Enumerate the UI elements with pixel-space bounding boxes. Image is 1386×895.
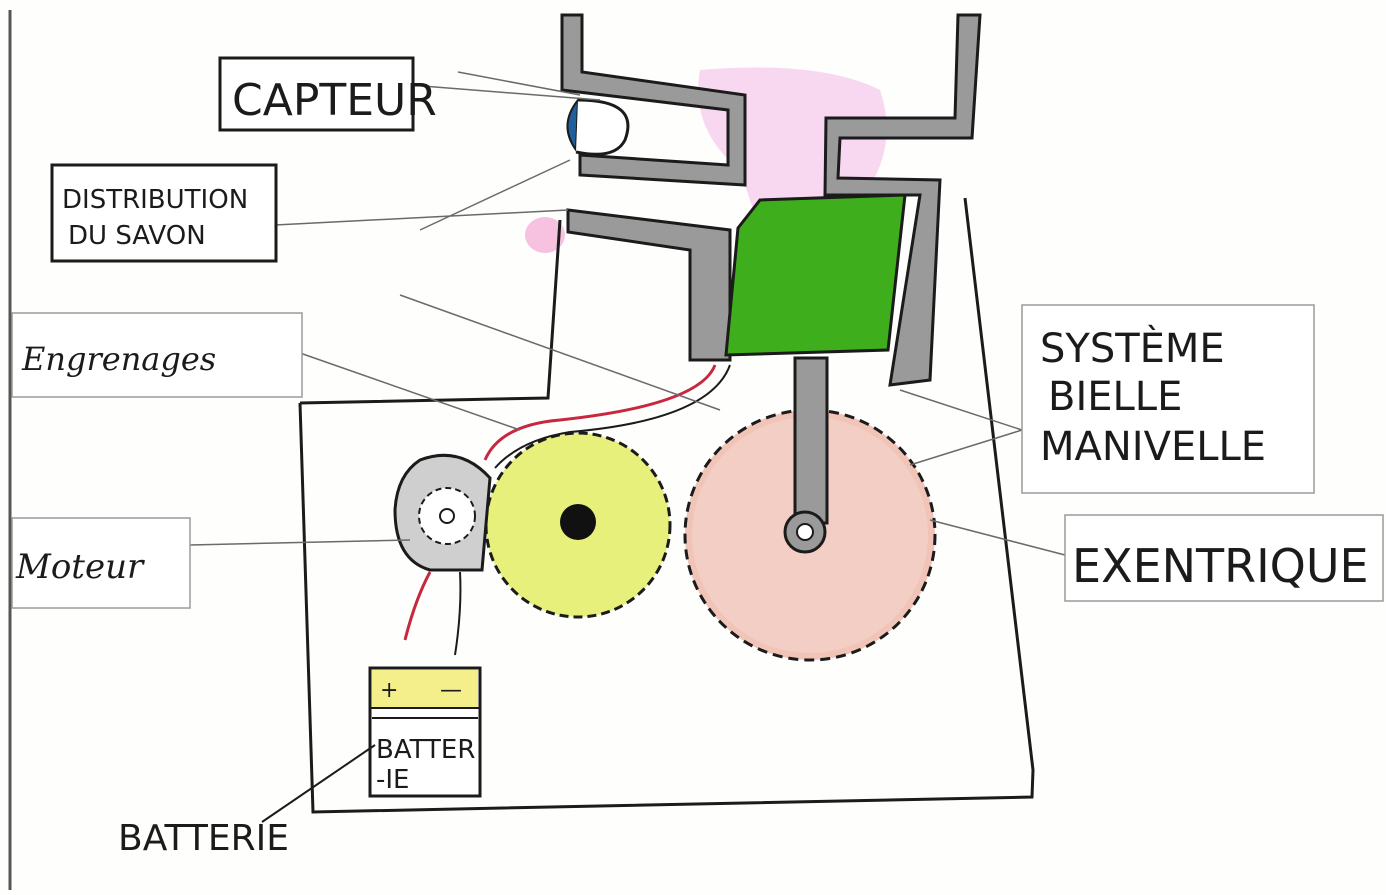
moteur-text: Moteur xyxy=(15,547,145,587)
battery-plus: + xyxy=(380,678,398,703)
label-distribution: DISTRIBUTION DU SAVON xyxy=(52,165,276,261)
motor-icon xyxy=(395,455,490,570)
systeme-text-line1: SYSTÈME xyxy=(1040,324,1225,372)
piston-block xyxy=(726,195,905,355)
label-moteur: Moteur xyxy=(12,518,190,608)
engrenages-text: Engrenages xyxy=(21,340,216,378)
battery-minus: — xyxy=(440,678,462,703)
capteur-text: CAPTEUR xyxy=(232,75,437,126)
systeme-text-line3: MANIVELLE xyxy=(1040,424,1266,470)
label-batterie: BATTERIE xyxy=(118,818,289,859)
label-engrenages: Engrenages xyxy=(12,313,302,397)
label-exentrique: EXENTRIQUE xyxy=(1065,515,1383,601)
sensor-icon xyxy=(567,100,627,154)
battery-icon: + — BATTER -IE xyxy=(370,668,480,796)
battery-inside-label-line2: -IE xyxy=(376,765,409,795)
distribution-text-line1: DISTRIBUTION xyxy=(62,185,248,215)
label-systeme-bielle-manivelle: SYSTÈME BIELLE MANIVELLE xyxy=(1022,305,1314,493)
label-capteur: CAPTEUR xyxy=(220,58,437,130)
exentrique-text: EXENTRIQUE xyxy=(1072,539,1369,593)
systeme-text-line2: BIELLE xyxy=(1048,374,1182,420)
yellow-gear xyxy=(486,433,670,617)
batterie-text: BATTERIE xyxy=(118,818,289,859)
battery-inside-label-line1: BATTER xyxy=(376,735,475,765)
distribution-text-line2: DU SAVON xyxy=(68,221,206,251)
